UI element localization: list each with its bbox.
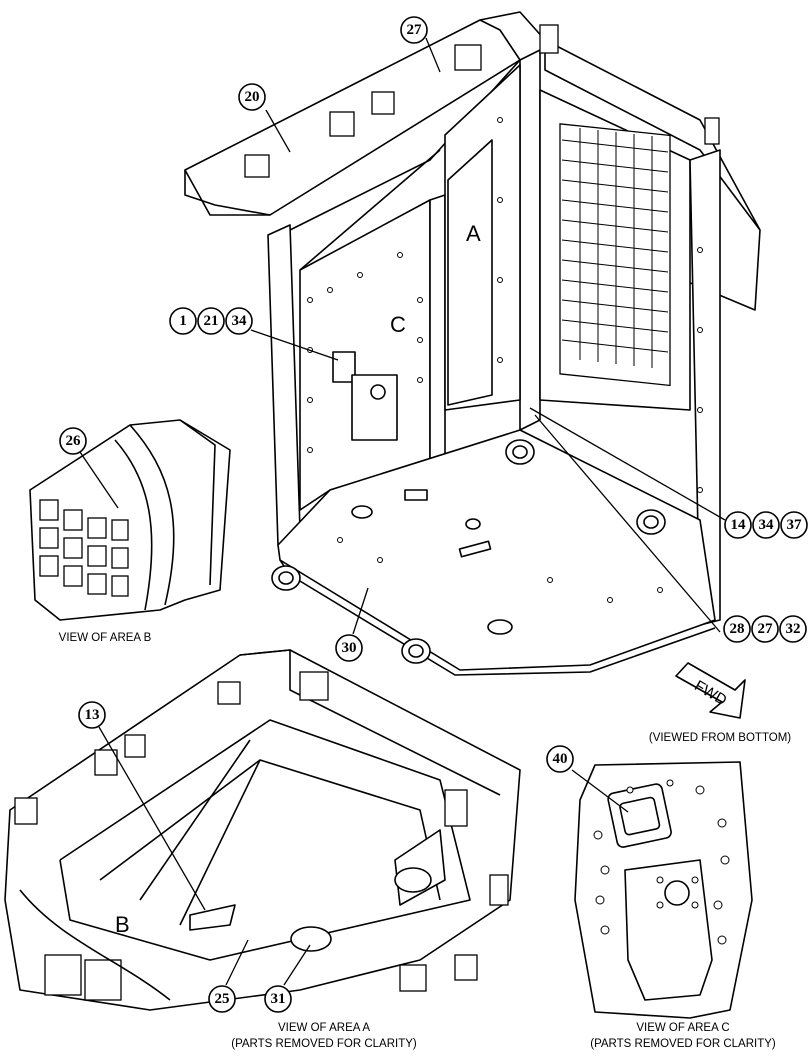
svg-text:21: 21 — [204, 313, 219, 329]
svg-text:31: 31 — [271, 991, 286, 1007]
view-area-b — [29, 419, 231, 621]
callout-40: 40 — [546, 745, 574, 773]
main-cab-frame: A C — [184, 11, 761, 676]
area-letter-b: B — [115, 912, 130, 937]
svg-text:1: 1 — [179, 313, 187, 329]
svg-text:14: 14 — [731, 517, 747, 533]
svg-text:34: 34 — [232, 313, 248, 329]
callout-31: 31 — [264, 985, 292, 1013]
callout-34-right: 34 — [752, 511, 780, 539]
caption-view-c-note: (PARTS REMOVED FOR CLARITY) — [590, 1038, 776, 1050]
callouts: 27 20 1 21 34 26 14 34 37 28 27 32 30 13… — [59, 16, 808, 1013]
area-letter-c: C — [390, 312, 406, 337]
leader-lines — [79, 37, 726, 986]
svg-text:30: 30 — [342, 640, 357, 656]
callout-34-left: 34 — [225, 307, 253, 335]
callout-21: 21 — [197, 307, 225, 335]
caption-viewed-from-bottom: (VIEWED FROM BOTTOM) — [649, 732, 791, 744]
svg-text:20: 20 — [245, 89, 260, 105]
callout-13: 13 — [78, 701, 106, 729]
svg-text:37: 37 — [787, 517, 803, 533]
caption-view-a: VIEW OF AREA A — [278, 1022, 370, 1034]
view-area-c — [574, 761, 753, 1019]
svg-text:27: 27 — [407, 22, 423, 38]
callout-25: 25 — [208, 985, 236, 1013]
svg-text:27: 27 — [758, 621, 774, 637]
svg-text:34: 34 — [759, 517, 775, 533]
callout-26: 26 — [59, 427, 87, 455]
callout-37: 37 — [780, 511, 808, 539]
callout-28: 28 — [723, 615, 751, 643]
caption-view-b: VIEW OF AREA B — [59, 632, 152, 644]
svg-text:28: 28 — [730, 621, 745, 637]
callout-30: 30 — [335, 634, 363, 662]
callout-1: 1 — [169, 307, 197, 335]
callout-14: 14 — [724, 511, 752, 539]
fwd-arrow-icon: FWD — [675, 662, 746, 719]
svg-text:26: 26 — [66, 433, 82, 449]
callout-27-right: 27 — [751, 615, 779, 643]
svg-text:40: 40 — [553, 751, 568, 767]
callout-20: 20 — [238, 83, 266, 111]
callout-32: 32 — [779, 615, 807, 643]
svg-text:32: 32 — [786, 621, 801, 637]
view-area-a: B — [4, 649, 521, 1011]
caption-view-a-note: (PARTS REMOVED FOR CLARITY) — [231, 1038, 417, 1050]
svg-text:13: 13 — [85, 707, 100, 723]
callout-27-top: 27 — [400, 16, 428, 44]
svg-text:25: 25 — [215, 991, 230, 1007]
area-letter-a: A — [466, 221, 481, 246]
caption-view-c: VIEW OF AREA C — [636, 1022, 729, 1034]
